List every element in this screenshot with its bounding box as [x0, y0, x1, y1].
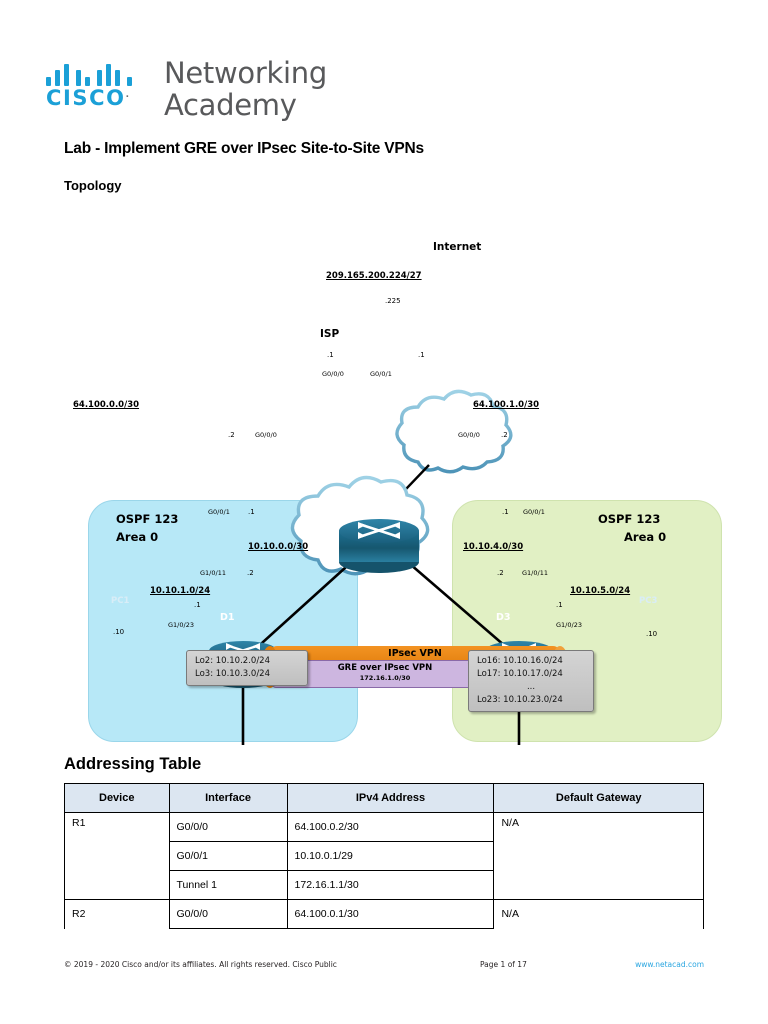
callout-d1-loopbacks: Lo2: 10.10.2.0/24 Lo3: 10.10.3.0/24 [186, 650, 308, 686]
if-r3-wan-label: G0/0/0 [458, 431, 480, 439]
gre-over-ipsec-label: GRE over IPsec VPN [337, 663, 433, 673]
addressing-table-heading: Addressing Table [64, 755, 202, 773]
ip-pc3-label: .10 [646, 630, 658, 638]
table-row: G0/0/1 10.10.0.1/29 [65, 841, 704, 871]
footer-copyright: © 2019 - 2020 Cisco and/or its affiliate… [64, 960, 337, 969]
ip-r1-lan-label: .1 [248, 508, 255, 516]
page-footer: © 2019 - 2020 Cisco and/or its affiliate… [64, 960, 704, 976]
cell-interface: Tunnel 1 [168, 870, 288, 900]
if-r1-wan-label: G0/0/0 [255, 431, 277, 439]
callout-d3-loopbacks: Lo16: 10.10.16.0/24 Lo17: 10.10.17.0/24 … [468, 650, 594, 712]
callout-line: Lo17: 10.10.17.0/24 [477, 669, 563, 679]
page-title: Lab - Implement GRE over IPsec Site-to-S… [64, 140, 424, 157]
if-r1-lan-label: G0/0/1 [208, 508, 230, 516]
cell-ipv4: 64.100.0.2/30 [286, 812, 495, 842]
table-header-row: Device Interface IPv4 Address Default Ga… [64, 783, 704, 813]
gre-over-ipsec-band: GRE over IPsec VPN 172.16.1.0/30 [272, 660, 498, 688]
topology-vector-layer [209, 389, 553, 745]
internet-cloud-label: Internet [433, 241, 482, 253]
cell-gateway: N/A [493, 812, 704, 900]
cell-interface: G0/0/1 [168, 841, 288, 871]
subnet-right-lan-label: 10.10.5.0/24 [570, 586, 631, 596]
ospf-left-line1-label: OSPF 123 [116, 512, 179, 526]
cell-ipv4: 10.10.0.1/29 [286, 841, 495, 871]
cisco-bridge-icon [46, 62, 146, 86]
if-r2-right-label: G0/0/1 [370, 370, 392, 378]
cisco-wordmark: CISCO. [46, 86, 130, 110]
router-r2-icon [339, 519, 419, 573]
ip-d1-access-label: .1 [194, 601, 201, 609]
isp-cloud-label: ISP [320, 328, 340, 340]
footer-page-number: Page 1 of 17 [480, 960, 527, 969]
subnet-left-lan-label: 10.10.1.0/24 [150, 586, 211, 596]
if-r2-left-label: G0/0/0 [322, 370, 344, 378]
host-pc3-label: PC3 [639, 596, 658, 606]
ospf-left-line2-label: Area 0 [116, 530, 159, 544]
callout-line: ... [526, 682, 536, 692]
ip-r2-internet-label: .225 [385, 297, 401, 305]
ip-d3-uplink-label: .2 [497, 569, 504, 577]
cell-interface: G0/0/0 [168, 812, 288, 842]
cell-interface: G0/0/0 [168, 899, 288, 929]
switch-d1-label: D1 [220, 612, 235, 623]
ospf-right-line2-label: Area 0 [624, 530, 667, 544]
column-header-device: Device [64, 783, 170, 813]
callout-line: Lo23: 10.10.23.0/24 [477, 695, 563, 705]
internet-cloud-icon [395, 389, 513, 474]
ip-r2-right-label: .1 [418, 351, 425, 359]
callout-line: Lo2: 10.10.2.0/24 [195, 656, 270, 666]
ip-d3-access-label: .1 [556, 601, 563, 609]
addressing-table: Device Interface IPv4 Address Default Ga… [64, 783, 704, 929]
host-pc1-label: PC1 [111, 596, 130, 606]
logo-networking-text: Networking [164, 56, 327, 90]
topology-heading: Topology [64, 178, 122, 193]
if-d3-uplink-label: G1/0/11 [522, 569, 548, 577]
subnet-left-lan-wan-label: 10.10.0.0/30 [248, 542, 309, 552]
cell-ipv4: 172.16.1.1/30 [286, 870, 495, 900]
cell-ipv4: 64.100.0.1/30 [286, 899, 495, 929]
footer-divider [64, 944, 704, 945]
subnet-right-wan-label: 64.100.1.0/30 [473, 400, 540, 410]
ip-r2-left-label: .1 [327, 351, 334, 359]
column-header-gateway: Default Gateway [493, 783, 704, 813]
gre-tunnel-subnet-label: 172.16.1.0/30 [359, 674, 411, 682]
footer-url-link[interactable]: www.netacad.com [635, 960, 704, 969]
topology-diagram: IPsec VPN GRE over IPsec VPN 172.16.1.0/… [0, 200, 768, 745]
link-r2-r1 [251, 557, 357, 653]
ipsec-vpn-label: IPsec VPN [388, 648, 442, 659]
router-r1-label: R1 [235, 460, 249, 471]
ip-r3-wan-label: .2 [501, 431, 508, 439]
callout-line: Lo16: 10.10.16.0/24 [477, 656, 563, 666]
column-header-ipv4: IPv4 Address [286, 783, 495, 813]
router-r2-label: R2 [370, 345, 386, 357]
ip-d1-uplink-label: .2 [247, 569, 254, 577]
cisco-networking-academy-logo: CISCO. Networking Academy [46, 56, 346, 122]
subnet-internet-link-label: 209.165.200.224/27 [326, 271, 422, 281]
table-row: R1 G0/0/0 64.100.0.2/30 N/A [64, 812, 704, 900]
callout-line: Lo3: 10.10.3.0/24 [195, 669, 270, 679]
switch-d3-label: D3 [496, 612, 511, 623]
link-r2-r3 [402, 557, 513, 653]
logo-academy-text: Academy [164, 88, 297, 122]
cell-gateway: N/A [493, 899, 704, 929]
if-d1-access-label: G1/0/23 [168, 621, 194, 629]
table-row: Tunnel 1 172.16.1.1/30 [65, 870, 704, 900]
ip-pc1-label: .10 [113, 628, 125, 636]
if-d1-uplink-label: G1/0/11 [200, 569, 226, 577]
subnet-right-lan-wan-label: 10.10.4.0/30 [463, 542, 524, 552]
router-r3-label: R3 [511, 460, 525, 471]
if-r3-lan-label: G0/0/1 [523, 508, 545, 516]
ip-r3-lan-label: .1 [502, 508, 509, 516]
column-header-interface: Interface [168, 783, 288, 813]
cell-device: R2 [64, 899, 170, 929]
ospf-right-line1-label: OSPF 123 [598, 512, 661, 526]
registered-mark: . [125, 90, 130, 100]
if-d3-access-label: G1/0/23 [556, 621, 582, 629]
cell-device: R1 [64, 812, 170, 900]
subnet-left-wan-label: 64.100.0.0/30 [73, 400, 140, 410]
ip-r1-wan-label: .2 [228, 431, 235, 439]
table-row: R2 G0/0/0 64.100.0.1/30 N/A [64, 899, 704, 929]
